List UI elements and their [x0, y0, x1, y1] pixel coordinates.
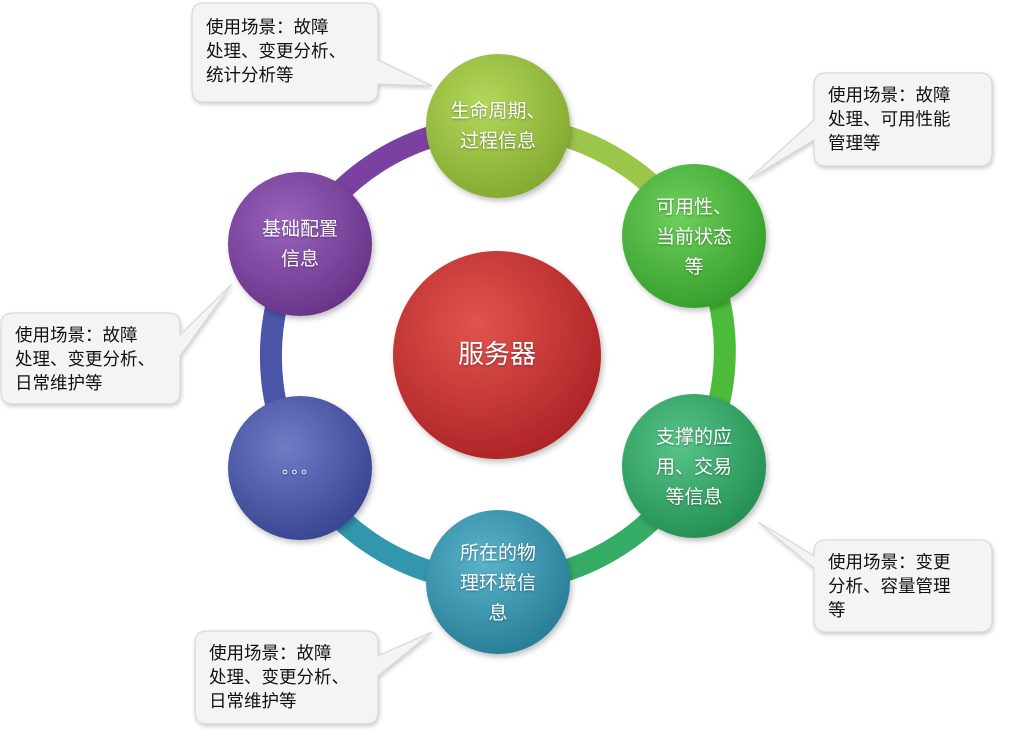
node-availability [622, 164, 766, 308]
node-label-base-config: 基础配置 信息 [261, 218, 338, 270]
node-label-lifecycle: 生命周期、 过程信息 [450, 100, 546, 152]
node-more [228, 396, 372, 540]
node-label-physical: 所在的物 理环境信 息 [459, 542, 536, 624]
callout-text-base-config: 使用场景：故障 处理、变更分析、 日常维护等 [15, 326, 155, 394]
center-label: 服务器 [457, 340, 536, 370]
nodes [228, 54, 766, 654]
callout-bubble-apps [757, 521, 993, 633]
callout-bubble-physical [194, 630, 433, 725]
callout-bubble-base-config [0, 283, 233, 405]
callout-text-availability: 使用场景：故障 处理、可用性能 管理等 [828, 86, 951, 154]
callout-text-lifecycle: 使用场景：故障 处理、变更分析、 统计分析等 [206, 18, 346, 86]
node-label-availability: 可用性、 当前状态 等 [655, 196, 732, 278]
callout-bubble-availability [747, 72, 993, 181]
callout-text-apps: 使用场景：变更 分析、容量管理 等 [828, 553, 951, 621]
node-physical [426, 510, 570, 654]
callout-bubble-lifecycle [191, 2, 433, 103]
callouts [0, 2, 993, 725]
callout-text-physical: 使用场景：故障 处理、变更分析、 日常维护等 [209, 644, 349, 712]
node-base-config [228, 172, 372, 316]
node-apps [622, 394, 766, 538]
node-label-more: 。。。 [281, 459, 318, 477]
node-lifecycle [426, 54, 570, 198]
center-node [393, 251, 601, 459]
node-label-apps: 支撑的应 用、交易 等信息 [655, 426, 732, 508]
